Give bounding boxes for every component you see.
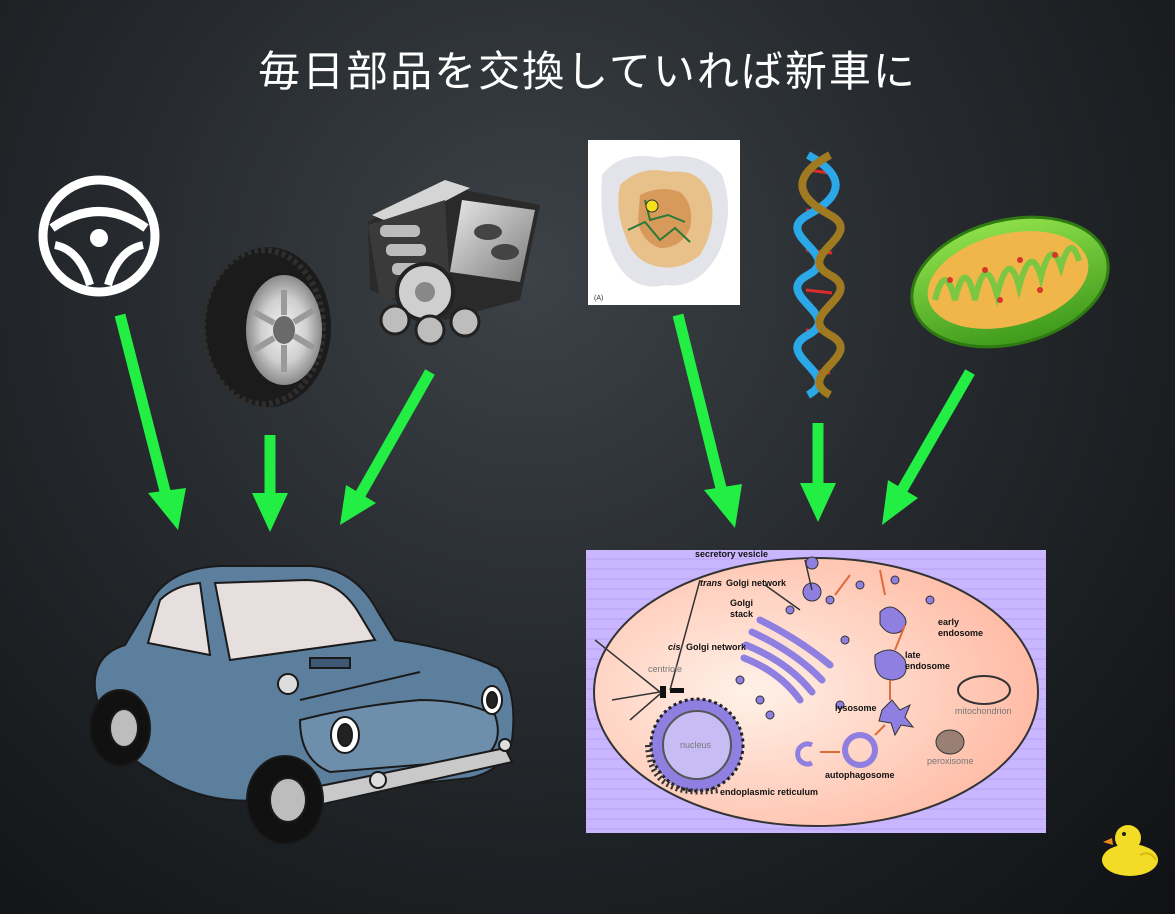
cell-diagram: secretory vesicle trans Golgi network Go… (586, 549, 1046, 833)
label-lysosome: lysosome (835, 703, 877, 713)
label-early-endosome-2: endosome (938, 628, 983, 638)
label-centriole: centriole (648, 664, 682, 674)
label-early-endosome-1: early (938, 617, 959, 627)
label-nucleus: nucleus (680, 740, 712, 750)
rubber-duck-icon (1102, 825, 1158, 876)
label-trans-golgi: Golgi network (726, 578, 787, 588)
slide-title: 毎日部品を交換していれば新車に (258, 47, 917, 96)
steering-wheel-icon (38, 175, 160, 297)
car-illustration (89, 565, 515, 845)
protein-structure-icon: (A) (588, 140, 740, 305)
dna-helix-icon (793, 151, 845, 399)
tire-icon (200, 247, 331, 407)
label-autophagosome: autophagosome (825, 770, 895, 780)
label-golgi-stack-2: stack (730, 609, 754, 619)
label-mitochondrion: mitochondrion (955, 706, 1012, 716)
label-trans-prefix: trans (700, 578, 722, 588)
label-peroxisome: peroxisome (927, 756, 974, 766)
protein-panel-label: (A) (594, 295, 603, 302)
arrows (114, 313, 975, 532)
label-er: endoplasmic reticulum (720, 787, 818, 797)
label-golgi-stack-1: Golgi (730, 598, 753, 608)
label-late-endosome-2: endosome (905, 661, 950, 671)
label-late-endosome-1: late (905, 650, 921, 660)
engine-icon (368, 180, 540, 346)
label-cis-golgi: Golgi network (686, 642, 747, 652)
label-cis-prefix: cis (668, 642, 681, 652)
label-secretory-vesicle: secretory vesicle (695, 549, 768, 559)
mitochondrion-icon (910, 215, 1110, 349)
